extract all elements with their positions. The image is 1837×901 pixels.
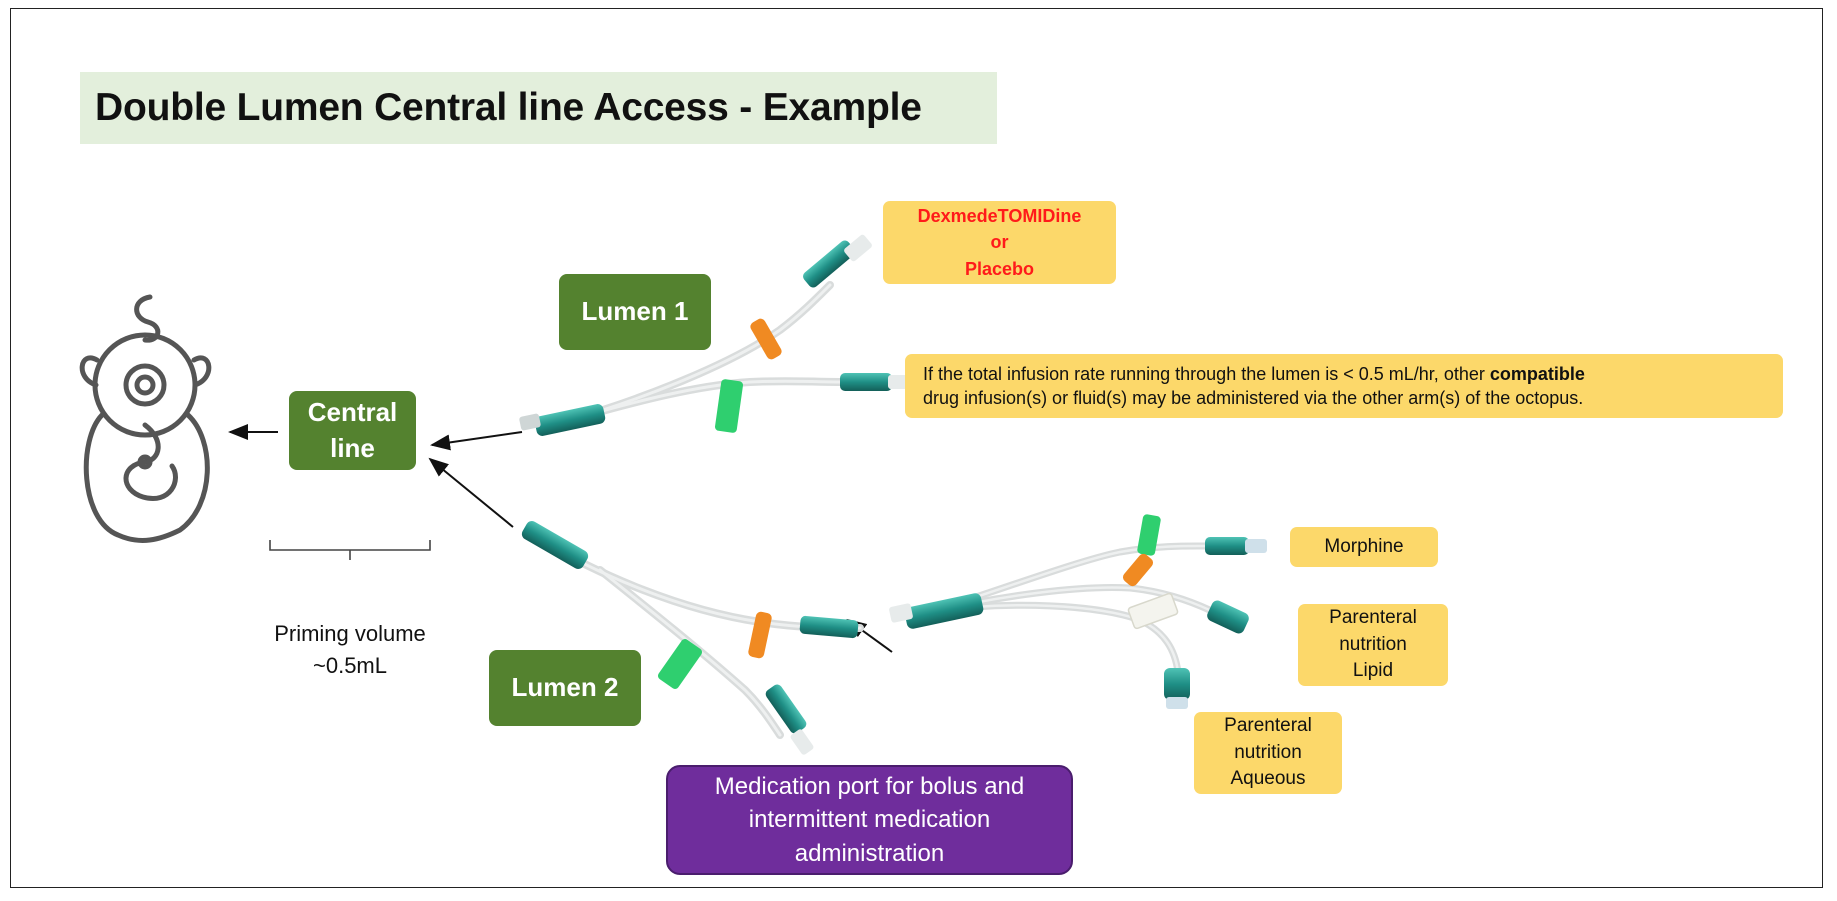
medication-port-line1: Medication port for bolus and xyxy=(714,772,1025,800)
medication-port-line2: intermittent medication xyxy=(748,806,991,834)
dexmedetomidine-box: DexmedeTOMIDine or Placebo xyxy=(883,201,1116,284)
infusion-note-line1: If the total infusion rate running throu… xyxy=(923,362,1585,386)
priming-volume-line1: Priming volume xyxy=(274,621,426,646)
pn-aqueous-line2: nutrition xyxy=(1234,741,1302,763)
lumen1-box: Lumen 1 xyxy=(559,274,711,350)
dex-line2: or xyxy=(990,232,1009,253)
line-connector-icon xyxy=(889,537,1267,709)
line-connector-icon xyxy=(519,234,910,436)
clamp-icon xyxy=(715,318,782,433)
central-line-label-line1: Central xyxy=(307,397,398,428)
line-connector-icon xyxy=(521,521,859,755)
medication-port-line3: administration xyxy=(794,839,945,867)
central-line-box: Central line xyxy=(289,391,416,470)
clamp-icon xyxy=(1122,514,1179,630)
infusion-note-line1-text: If the total infusion rate running throu… xyxy=(923,363,1490,384)
title-band xyxy=(80,72,997,144)
octopus-tubing xyxy=(926,542,1224,676)
pn-lipid-line1: Parenteral xyxy=(1329,607,1417,629)
lumen2-label: Lumen 2 xyxy=(511,672,619,703)
priming-bracket xyxy=(269,540,431,560)
central-line-label-line2: line xyxy=(330,432,375,463)
medication-port-box: Medication port for bolus and intermitte… xyxy=(666,765,1073,875)
lumen2-box: Lumen 2 xyxy=(489,650,641,726)
pn-aqueous-line1: Parenteral xyxy=(1224,715,1312,737)
infusion-note-bold: compatible xyxy=(1489,363,1585,384)
dex-line3: Placebo xyxy=(964,258,1035,279)
page-title: Double Lumen Central line Access - Examp… xyxy=(95,86,922,129)
pn-lipid-box: Parenteral nutrition Lipid xyxy=(1298,604,1448,686)
priming-volume-line2: ~0.5mL xyxy=(313,652,387,678)
clamp-icon xyxy=(657,611,772,689)
pn-aqueous-line3: Aqueous xyxy=(1230,768,1306,790)
dex-line1: DexmedeTOMIDine xyxy=(917,206,1082,227)
infusion-note-line2: drug infusion(s) or fluid(s) may be admi… xyxy=(923,388,1584,408)
arrow-lumen2 xyxy=(428,457,514,528)
priming-volume-text: Priming volume ~0.5mL xyxy=(250,618,450,682)
infusion-note-box: If the total infusion rate running throu… xyxy=(905,354,1783,418)
pn-lipid-line2: nutrition xyxy=(1339,633,1407,655)
pn-aqueous-box: Parenteral nutrition Aqueous xyxy=(1194,712,1342,794)
arrow-lumen1 xyxy=(430,431,523,451)
baby-icon xyxy=(79,294,212,543)
morphine-box: Morphine xyxy=(1290,527,1438,567)
morphine-label: Morphine xyxy=(1324,535,1404,557)
lumen1-label: Lumen 1 xyxy=(581,296,689,327)
pn-lipid-line3: Lipid xyxy=(1352,660,1394,682)
